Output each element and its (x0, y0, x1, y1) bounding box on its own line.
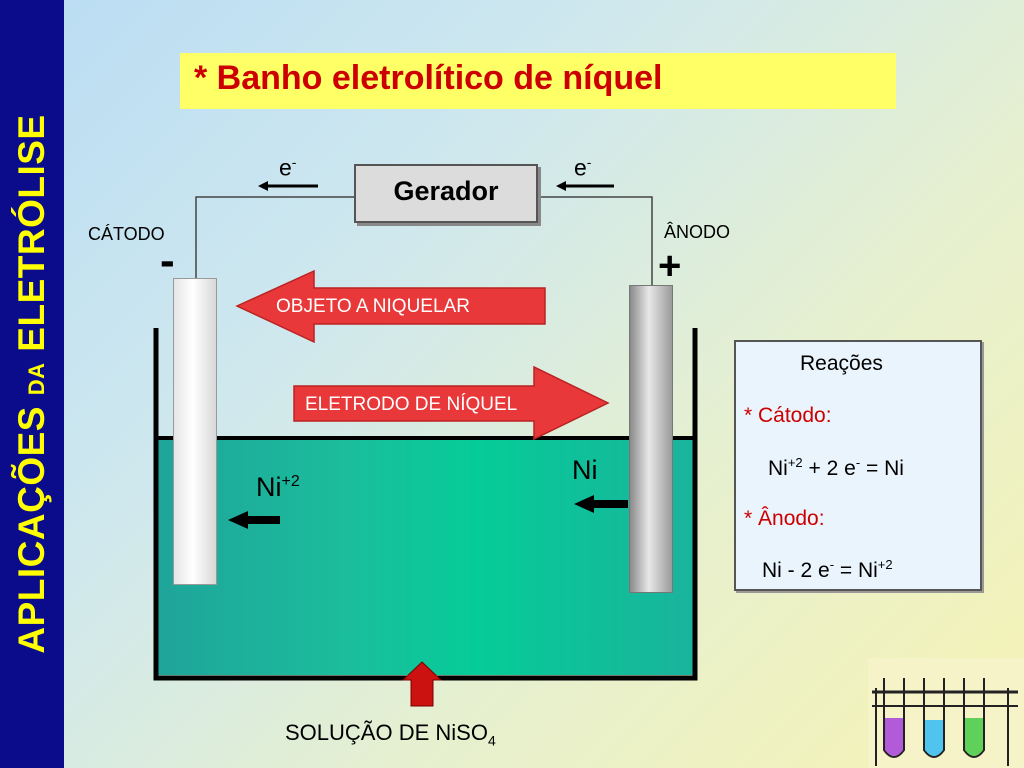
solution-label-text: SOLUÇÃO DE NiSO (285, 720, 488, 745)
anode-eq-part2: = Ni (834, 559, 878, 582)
ion-arrow-right-icon (574, 495, 628, 513)
generator-label: Gerador (393, 176, 499, 206)
cathode-eq-sup1: +2 (787, 455, 803, 470)
sidebar: APLICAÇÕES DA ELETRÓLISE (0, 0, 64, 768)
generator-box: Gerador (354, 164, 538, 223)
anode-sign: + (658, 244, 682, 288)
anode-reaction-title: * Ânodo: (744, 507, 825, 530)
nickel-ion-label: Ni+2 (256, 472, 300, 503)
cathode-eq-part3: = Ni (860, 457, 904, 480)
anode-reaction-equation: Ni - 2 e- = Ni+2 (762, 557, 893, 583)
electron-arrow-left-icon (258, 181, 318, 191)
electron-right-charge: - (586, 154, 592, 170)
nickel-metal-label: Ni (572, 455, 598, 485)
title-box: * Banho eletrolítico de níquel (180, 53, 896, 109)
reactions-box: Reações * Cátodo: Ni+2 + 2 e- = Ni * Âno… (734, 340, 982, 591)
nickel-ion-symbol: Ni (256, 472, 282, 502)
object-arrow (235, 269, 546, 344)
anode-eq-sup2: +2 (877, 557, 893, 572)
reactions-title: Reações (800, 352, 883, 375)
cathode-label: CÁTODO (88, 224, 165, 244)
electrode-arrow (293, 365, 610, 441)
electron-arrow-right-icon (556, 181, 614, 191)
electron-label-left: e- (279, 154, 296, 182)
cathode-reaction-title: * Cátodo: (744, 404, 832, 427)
cathode-reaction-equation: Ni+2 + 2 e- = Ni (768, 455, 904, 481)
cathode-eq-sup2: - (855, 455, 861, 470)
solution-label: SOLUÇÃO DE NiSO4 (285, 720, 496, 748)
page-title: * Banho eletrolítico de níquel (194, 59, 663, 97)
electrode-arrow-label: ELETRODO DE NÍQUEL (305, 394, 518, 415)
electron-left-symbol: e (279, 154, 292, 181)
electron-right-symbol: e (574, 154, 587, 181)
anode-eq-part1: Ni - 2 e (762, 559, 830, 582)
solution-arrow (401, 661, 443, 707)
cathode-electrode (173, 278, 217, 585)
cathode-eq-part2: + 2 e (802, 457, 856, 480)
test-tubes-icon (868, 658, 1024, 768)
wire-left (195, 196, 354, 278)
anode-electrode (629, 285, 673, 593)
cathode-sign: - (160, 236, 175, 285)
cathode-eq-part1: Ni (768, 457, 788, 480)
nickel-ion-charge: +2 (281, 473, 300, 490)
electron-label-right: e- (574, 154, 591, 182)
anode-label: ÂNODO (664, 222, 731, 242)
wire-right (538, 196, 653, 285)
anode-eq-sup1: - (829, 557, 835, 572)
object-arrow-label: OBJETO A NIQUELAR (276, 296, 470, 317)
ion-arrow-left-icon (228, 511, 280, 529)
electron-left-charge: - (291, 154, 297, 170)
solution-label-subscript: 4 (487, 732, 496, 749)
